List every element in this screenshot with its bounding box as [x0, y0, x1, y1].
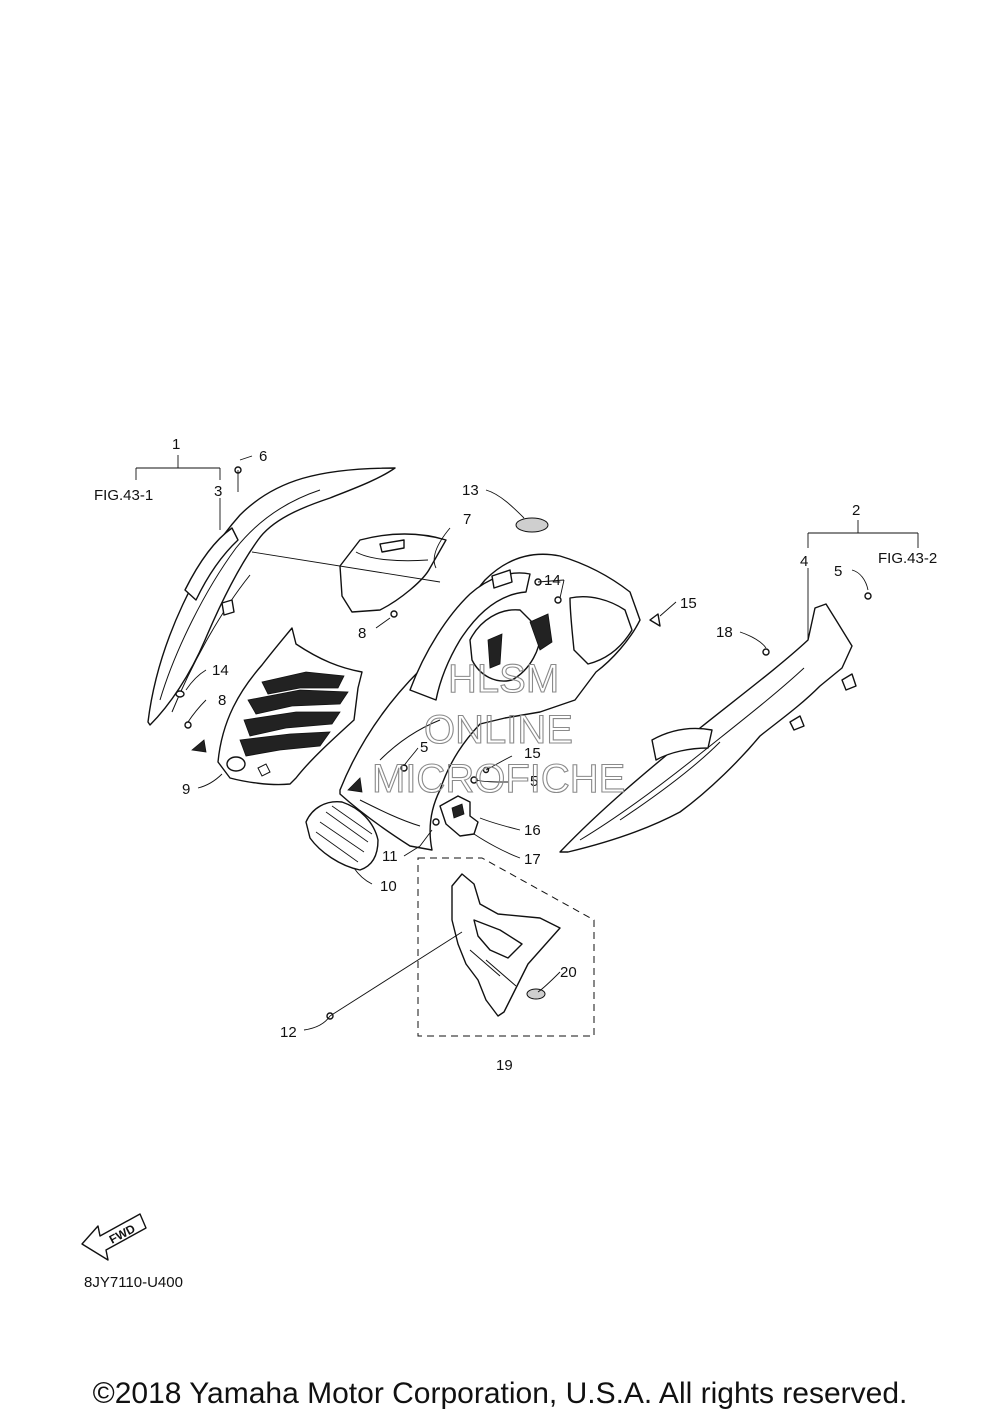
callout-7: 7: [463, 511, 471, 528]
callout-8a: 8: [358, 625, 366, 642]
callout-1: 1: [172, 436, 180, 453]
callout-5b: 5: [420, 739, 428, 756]
part-4-right-side-cover: [559, 603, 857, 853]
part-8-clip-icon: [184, 721, 192, 729]
callout-9: 9: [182, 781, 190, 798]
figure-ref-right: FIG.43-2: [878, 550, 937, 567]
part-14-grommet-icon: [175, 690, 185, 698]
callout-15b: 15: [524, 745, 541, 762]
callout-4: 4: [800, 553, 808, 570]
part-9-front-left-duct: [217, 627, 363, 786]
callout-5c: 5: [530, 773, 538, 790]
part-3-left-side-cover: [147, 467, 396, 726]
callout-17: 17: [524, 851, 541, 868]
part-16-17-bracket: [439, 795, 479, 837]
svg-text:ONLINE: ONLINE: [424, 708, 573, 752]
part-11-center-cover: [339, 553, 641, 851]
callout-2: 2: [852, 502, 860, 519]
callout-14a: 14: [544, 572, 561, 589]
part-19-assembly-box: [417, 857, 595, 1037]
svg-text:MICROFICHE: MICROFICHE: [372, 757, 625, 801]
part-7-inner-panel: [339, 533, 447, 613]
part-5-screw-icon: [864, 592, 872, 600]
callout-20: 20: [560, 964, 577, 981]
callout-10: 10: [380, 878, 397, 895]
part-11-bolt-icon: [432, 818, 440, 826]
part-10-grille: [305, 801, 379, 871]
figure-ref-left: FIG.43-1: [94, 487, 153, 504]
copyright-footer: ©2018 Yamaha Motor Corporation, U.S.A. A…: [92, 1377, 908, 1410]
arrow-mark-icon: [191, 739, 207, 753]
callout-12: 12: [280, 1024, 297, 1041]
fwd-arrow-icon: FWD: [81, 1213, 147, 1261]
part-20-lower-bracket: [451, 873, 561, 1017]
svg-text:HLSM: HLSM: [448, 657, 559, 701]
leader-lines: [135, 455, 919, 1031]
callout-16: 16: [524, 822, 541, 839]
callout-5a: 5: [834, 563, 842, 580]
callout-15a: 15: [680, 595, 697, 612]
arrow-mark-b-icon: [347, 777, 363, 793]
callout-13: 13: [462, 482, 479, 499]
part-14-grommet-c-icon: [554, 596, 562, 604]
callout-18: 18: [716, 624, 733, 641]
part-15-nut-icon: [649, 613, 661, 627]
part-5-screw-b-icon: [400, 764, 408, 772]
diagram-code: 8JY7110-U400: [84, 1274, 183, 1291]
callout-19: 19: [496, 1057, 513, 1074]
callout-6: 6: [259, 448, 267, 465]
part-13-emblem-icon: [515, 517, 549, 533]
watermark: HLSM ONLINE MICROFICHE: [371, 656, 625, 801]
callout-numbers: 1 2 3 4 5 5 5 6 7 8 8 9 10 11 12 13 14 1…: [172, 436, 860, 1074]
callout-8b: 8: [218, 692, 226, 709]
callout-14b: 14: [212, 662, 229, 679]
part-18-clip-icon: [762, 648, 770, 656]
callout-11: 11: [382, 848, 398, 865]
part-8-clip-b-icon: [390, 610, 398, 618]
callout-3: 3: [214, 483, 222, 500]
